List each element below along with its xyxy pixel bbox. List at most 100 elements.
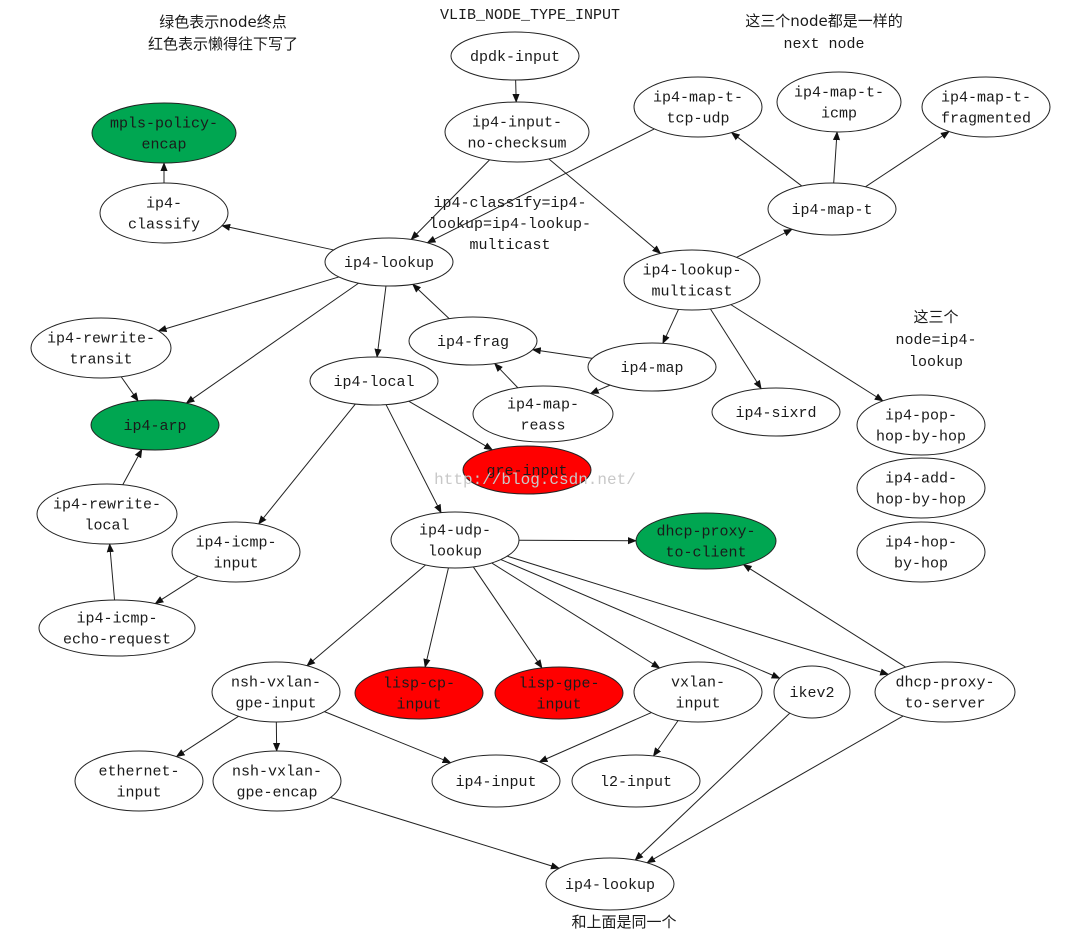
node-ellipse xyxy=(633,76,763,138)
edge-ip4-map-t-to-ip4-map-t-icmp xyxy=(832,131,841,184)
edge-dhcp-proxy-to-server-to-dhcp-proxy-to-client xyxy=(742,564,906,668)
notes-layer: 绿色表示node终点 红色表示懒得往下写了 VLIB_NODE_TYPE_INP… xyxy=(148,7,977,931)
classify-alias-line1: ip4-classify=ip4- xyxy=(433,195,586,212)
edge-ip4-lookup-to-ip4-arp xyxy=(185,282,359,404)
classify-alias-line3: multicast xyxy=(469,237,550,254)
node-label: ip4-hop- xyxy=(885,535,957,552)
edge-ip4-udp-lookup-to-nsh-vxlan-gpe-input xyxy=(306,564,427,667)
same-next-node-note-line1: 这三个node都是一样的 xyxy=(745,12,902,30)
edge-ip4-udp-lookup-to-lisp-gpe-input xyxy=(472,566,543,669)
edge-ip4-frag-to-ip4-lookup xyxy=(412,283,450,320)
node-gre-input: gre-input xyxy=(462,445,592,495)
node-ellipse xyxy=(38,599,196,657)
node-ellipse xyxy=(408,316,538,366)
node-label: input xyxy=(675,696,720,713)
node-ip4-icmp-input: ip4-icmp-input xyxy=(171,521,301,583)
node-ellipse xyxy=(450,31,580,81)
node-ellipse xyxy=(444,101,590,163)
node-ip4-rewrite-transit: ip4-rewrite-transit xyxy=(30,317,172,379)
node-ip4-map-t-tcp-udp: ip4-map-t-tcp-udp xyxy=(633,76,763,138)
node-label: encap xyxy=(141,137,186,154)
node-label: input xyxy=(116,785,161,802)
node-label: ip4-map xyxy=(620,360,683,377)
node-label: ikev2 xyxy=(789,685,834,702)
edge-ip4-local-to-gre-input xyxy=(408,400,494,451)
node-ellipse xyxy=(36,483,178,545)
edge-ip4-icmp-echo-request-to-ip4-rewrite-local xyxy=(106,543,116,601)
node-label: l2-input xyxy=(600,774,672,791)
edge-ip4-lookup-to-ip4-rewrite-transit xyxy=(157,276,340,332)
edge-ip4-rewrite-local-to-ip4-arp xyxy=(122,448,143,486)
node-label: lisp-gpe- xyxy=(518,676,599,693)
edge-ip4-udp-lookup-to-vxlan-input xyxy=(491,562,661,669)
node-ellipse xyxy=(324,237,454,287)
node-label: ip4-input xyxy=(455,774,536,791)
node-nsh-vxlan-gpe-input: nsh-vxlan-gpe-input xyxy=(211,661,341,723)
node-ip4-map-t-fragmented: ip4-map-t-fragmented xyxy=(921,76,1051,138)
node-label: vxlan- xyxy=(671,675,725,692)
node-label: classify xyxy=(128,217,200,234)
node-label: ip4-lookup- xyxy=(642,263,741,280)
node-ellipse xyxy=(767,182,897,236)
node-ip4-frag: ip4-frag xyxy=(408,316,538,366)
edge-nsh-vxlan-gpe-input-to-ethernet-input xyxy=(175,715,239,758)
edge-nsh-vxlan-gpe-encap-to-ip4-lookup-bottom xyxy=(330,797,560,870)
node-label: ethernet- xyxy=(98,764,179,781)
edge-ip4-lookup-multicast-to-ip4-pop-hop-by-hop xyxy=(730,304,884,402)
node-ellipse xyxy=(171,521,301,583)
node-ellipse xyxy=(91,102,237,164)
node-ellipse xyxy=(633,661,763,723)
edge-ip4-local-to-ip4-udp-lookup xyxy=(385,404,442,514)
legend-red-note: 红色表示懒得往下写了 xyxy=(148,35,298,53)
classify-alias-line2: lookup=ip4-lookup- xyxy=(429,216,591,233)
node-ip4-hop-by-hop: ip4-hop-by-hop xyxy=(856,521,986,583)
node-label: lisp-cp- xyxy=(383,676,455,693)
node-label: input xyxy=(536,697,581,714)
node-ip4-udp-lookup: ip4-udp-lookup xyxy=(390,511,520,569)
edge-ip4-map-t-tcp-udp-to-ip4-lookup xyxy=(426,128,655,244)
node-label: to-server xyxy=(904,696,985,713)
edge-ip4-lookup-to-ip4-classify xyxy=(221,223,334,251)
node-ikev2: ikev2 xyxy=(773,665,851,719)
node-label: icmp xyxy=(821,106,857,123)
node-ip4-map-t-icmp: ip4-map-t-icmp xyxy=(776,71,902,133)
node-label: to-client xyxy=(665,545,746,562)
node-label: nsh-vxlan- xyxy=(232,764,322,781)
edge-ip4-udp-lookup-to-lisp-cp-input xyxy=(423,567,449,668)
edges-layer xyxy=(106,79,950,870)
edge-ip4-rewrite-transit-to-ip4-arp xyxy=(120,376,139,402)
edge-vxlan-input-to-l2-input xyxy=(652,720,679,757)
node-ip4-map: ip4-map xyxy=(587,342,717,392)
node-label: local xyxy=(84,518,129,535)
node-ellipse xyxy=(773,665,851,719)
edge-ip4-udp-lookup-to-dhcp-proxy-to-server xyxy=(507,555,890,676)
node-ellipse xyxy=(856,457,986,519)
node-label: transit xyxy=(69,352,132,369)
node-ip4-lookup: ip4-lookup xyxy=(324,237,454,287)
node-label: nsh-vxlan- xyxy=(231,675,321,692)
nodes-layer: dpdk-inputip4-input-no-checksummpls-poli… xyxy=(30,31,1051,911)
node-label: hop-by-hop xyxy=(876,492,966,509)
node-label: ip4-map-t- xyxy=(653,90,743,107)
node-nsh-vxlan-gpe-encap: nsh-vxlan-gpe-encap xyxy=(212,750,342,812)
node-ellipse xyxy=(494,666,624,720)
node-ellipse xyxy=(921,76,1051,138)
node-ip4-input-no-checksum: ip4-input-no-checksum xyxy=(444,101,590,163)
node-label: ip4-pop- xyxy=(885,408,957,425)
edge-ip4-local-to-ip4-icmp-input xyxy=(258,403,356,525)
edge-ip4-map-t-to-ip4-map-t-tcp-udp xyxy=(730,131,803,187)
edge-ip4-map-to-ip4-frag xyxy=(531,347,593,359)
node-label: gre-input xyxy=(486,463,567,480)
node-ip4-add-hop-by-hop: ip4-add-hop-by-hop xyxy=(856,457,986,519)
node-label: gpe-encap xyxy=(236,785,317,802)
node-label: ip4-map- xyxy=(507,397,579,414)
node-lisp-cp-input: lisp-cp-input xyxy=(354,666,484,720)
same-next-node-note-line2: next node xyxy=(783,36,864,53)
node-ellipse xyxy=(587,342,717,392)
node-label: ip4-lookup xyxy=(565,877,655,894)
edge-vxlan-input-to-ip4-input xyxy=(538,712,652,763)
node-label: ip4-arp xyxy=(123,418,186,435)
node-ip4-pop-hop-by-hop: ip4-pop-hop-by-hop xyxy=(856,394,986,456)
